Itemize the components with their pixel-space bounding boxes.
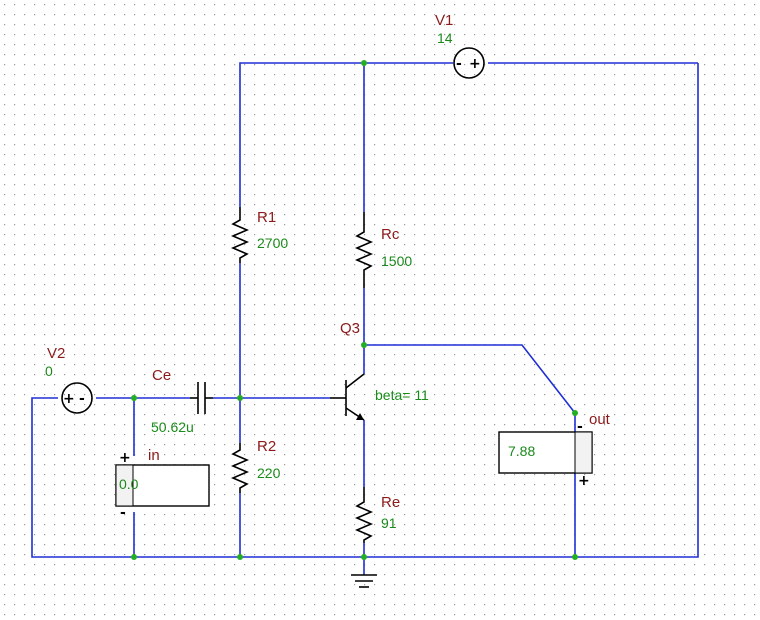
resistor-r1[interactable]: R1 2700 <box>230 207 288 263</box>
v1-plus-sign: + <box>469 56 481 72</box>
rc-zigzag-icon <box>354 212 374 288</box>
node-ground-r2[interactable] <box>237 554 243 560</box>
node-ground-re[interactable] <box>361 554 367 560</box>
meter-out[interactable]: - + out 7.88 <box>498 411 611 489</box>
v2-source[interactable]: + - V2 0 <box>45 345 93 414</box>
transistor-q3[interactable]: Q3 beta= 11 <box>330 320 429 421</box>
r2-zigzag-icon <box>230 443 250 493</box>
v1-circle-icon <box>453 47 485 79</box>
node-out-top[interactable] <box>572 410 578 416</box>
node-collector[interactable] <box>361 342 367 348</box>
nodes <box>131 60 578 560</box>
v1-name-label: V1 <box>435 12 453 29</box>
r2-value-label: 220 <box>257 465 281 481</box>
node-ground-out[interactable] <box>572 554 578 560</box>
ce-name-label: Ce <box>152 367 171 384</box>
resistor-rc[interactable]: Rc 1500 <box>354 212 412 288</box>
in-minus-sign: - <box>120 505 126 521</box>
r1-zigzag-icon <box>230 207 250 263</box>
v2-value-label: 0 <box>45 363 53 379</box>
r1-value-label: 2700 <box>257 235 288 251</box>
ground-icon[interactable] <box>351 574 377 588</box>
v2-circle-icon <box>61 382 93 414</box>
wire-collector-to-out[interactable] <box>364 344 576 414</box>
v1-source[interactable]: - + V1 14 <box>435 12 485 79</box>
ce-value-label: 50.62u <box>151 419 194 435</box>
q3-beta-label: beta= 11 <box>375 387 429 403</box>
resistor-r2[interactable]: R2 220 <box>230 438 281 493</box>
meter-in[interactable]: + - in 0.0 <box>115 447 210 521</box>
q3-name-label: Q3 <box>340 320 360 337</box>
out-meter-name: out <box>589 411 611 428</box>
node-top[interactable] <box>361 60 367 66</box>
in-meter-name: in <box>148 447 160 464</box>
in-meter-reading: 0.0 <box>119 476 139 492</box>
wires <box>31 62 699 575</box>
rc-name-label: Rc <box>381 226 400 243</box>
r2-name-label: R2 <box>257 438 276 455</box>
resistor-re[interactable]: Re 91 <box>354 487 400 543</box>
re-value-label: 91 <box>381 515 397 531</box>
re-zigzag-icon <box>354 487 374 543</box>
node-ground-in[interactable] <box>131 554 137 560</box>
out-meter-reading: 7.88 <box>508 443 535 459</box>
capacitor-ce[interactable]: Ce 50.62u <box>151 367 213 435</box>
wire-outer-loop[interactable] <box>31 63 699 558</box>
v1-value-label: 14 <box>437 30 453 46</box>
out-plus-sign: + <box>578 473 590 489</box>
v2-name-label: V2 <box>47 345 65 362</box>
v2-minus-sign: - <box>79 391 85 407</box>
in-plus-sign: + <box>119 450 131 466</box>
q3-emitter-arrow-icon <box>356 413 364 420</box>
wire-top-left[interactable] <box>239 62 453 207</box>
node-input[interactable] <box>131 395 137 401</box>
re-name-label: Re <box>381 494 400 511</box>
v1-minus-sign: - <box>456 56 462 72</box>
in-meter-terminal <box>115 464 134 507</box>
node-base-divider[interactable] <box>237 395 243 401</box>
out-minus-sign: - <box>577 419 583 435</box>
out-meter-terminal <box>574 431 593 474</box>
rc-value-label: 1500 <box>381 253 412 269</box>
r1-name-label: R1 <box>257 209 276 226</box>
v2-plus-sign: + <box>63 391 75 407</box>
